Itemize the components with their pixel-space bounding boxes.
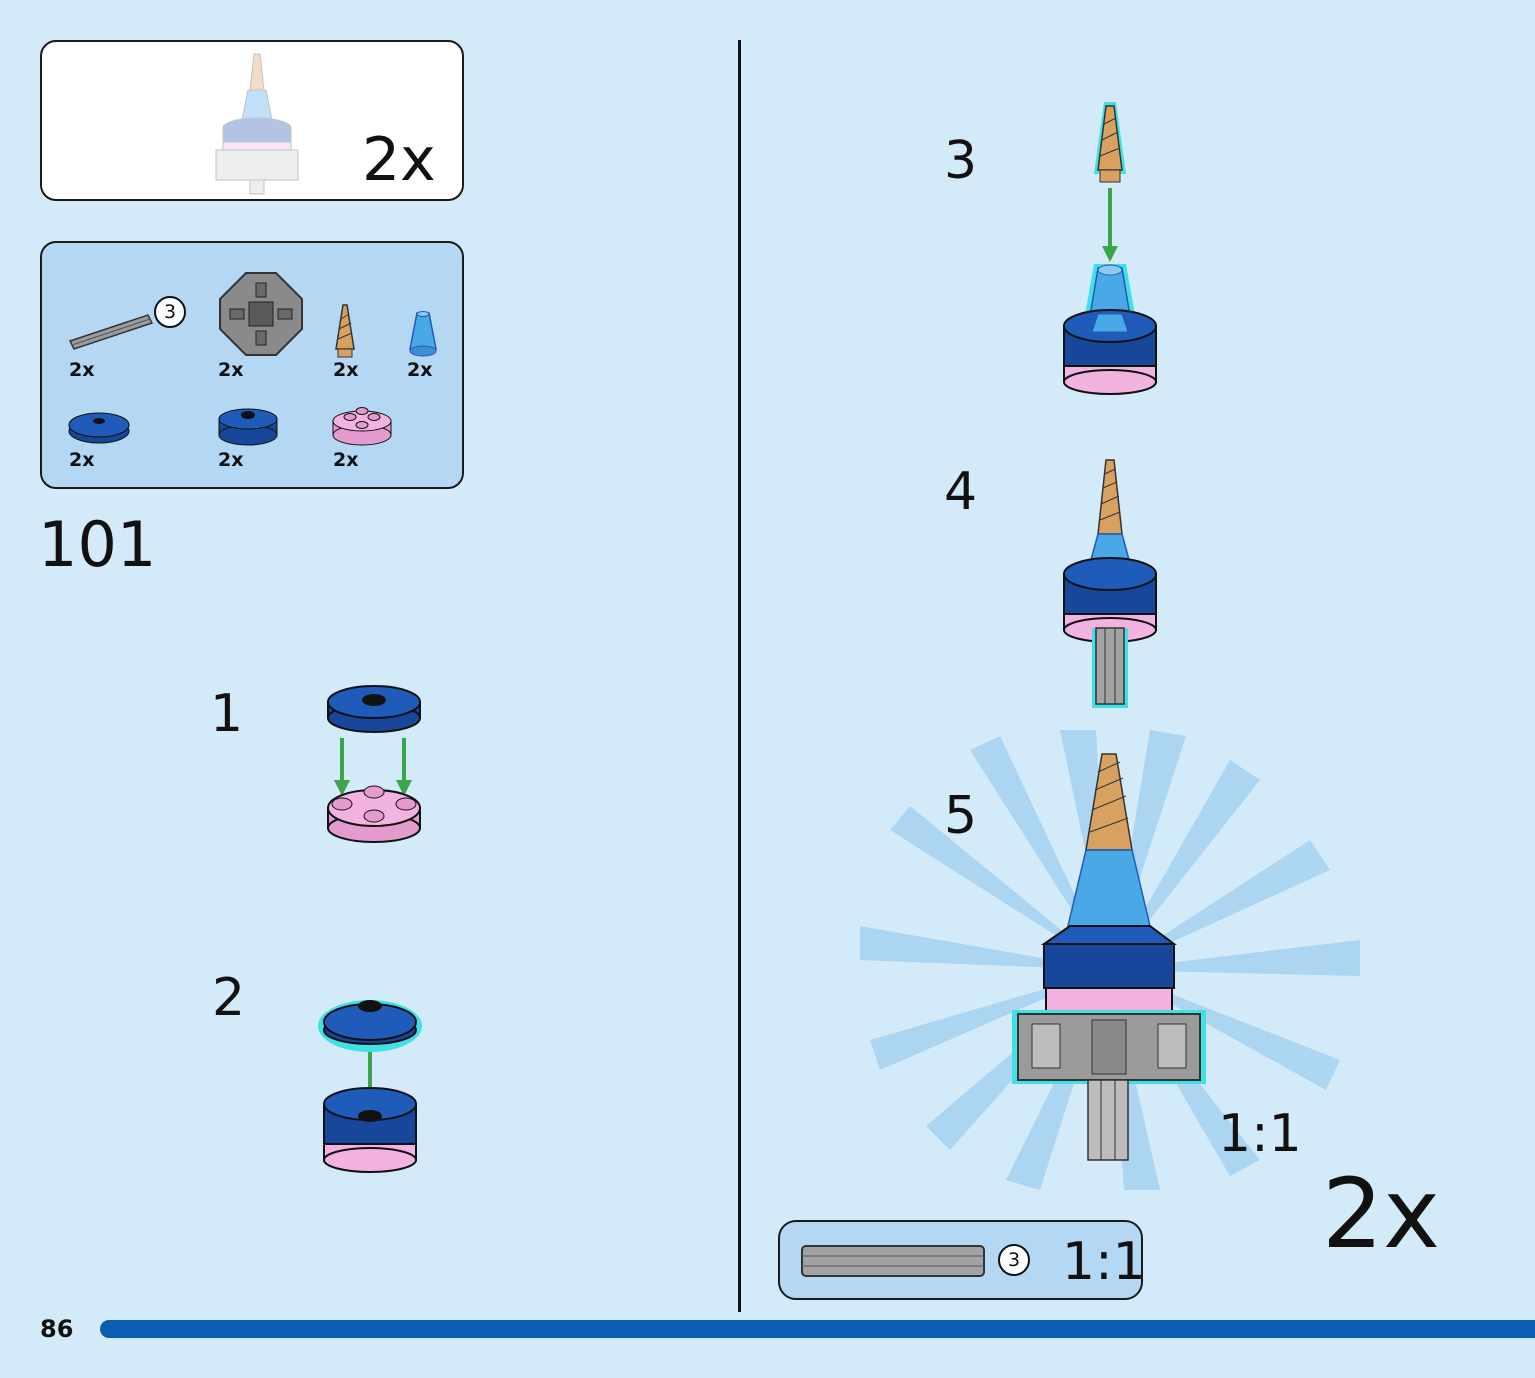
parts-list-panel: 3 2x 2x 2x 2x 2x 2x	[40, 241, 464, 489]
ruler-length-marker: 3	[998, 1244, 1030, 1276]
page-divider	[738, 40, 741, 1312]
blue-round-plate-part-image	[218, 408, 278, 446]
axle-length-marker: 3	[154, 296, 186, 328]
step-1-number: 1	[210, 684, 244, 744]
ruler-axle-image	[801, 1245, 985, 1277]
step-2-illustration	[318, 1000, 422, 1173]
tan-horn-quantity: 2x	[333, 359, 359, 381]
step-4-number: 4	[944, 462, 978, 522]
page-number: 86	[40, 1315, 74, 1343]
blue-round-tile-part-image	[68, 412, 130, 444]
axle-ruler-callout: 3 1:1	[778, 1220, 1146, 1300]
ruler-scale-label: 1:1	[1062, 1232, 1146, 1292]
pink-round-plate-part-image	[332, 407, 392, 446]
progress-bar	[100, 1320, 1535, 1338]
axle-part-image	[68, 314, 154, 350]
submodel-callout: 2x	[40, 40, 464, 201]
blue-round-plate-quantity: 2x	[218, 449, 244, 471]
step-3-illustration	[1063, 102, 1157, 395]
step-4-illustration	[1063, 459, 1157, 708]
trans-blue-cone-quantity: 2x	[407, 359, 433, 381]
final-quantity: 2x	[1322, 1158, 1440, 1270]
step-5-scale-label: 1:1	[1218, 1104, 1302, 1164]
step-1-illustration	[327, 685, 421, 843]
pink-round-plate-quantity: 2x	[333, 449, 359, 471]
submodel-preview-image	[215, 53, 299, 195]
step-3-number: 3	[944, 131, 978, 191]
axle-quantity: 2x	[69, 359, 95, 381]
step-5-number: 5	[944, 786, 978, 846]
step-5-illustration	[860, 730, 1360, 1190]
blue-round-tile-quantity: 2x	[69, 449, 95, 471]
submodel-quantity: 2x	[362, 125, 436, 195]
gray-hub-quantity: 2x	[218, 359, 244, 381]
tan-horn-part-image	[335, 304, 355, 358]
step-group-number: 101	[38, 508, 157, 581]
gray-hub-part-image	[219, 272, 303, 356]
trans-blue-cone-part-image	[409, 311, 437, 357]
step-2-number: 2	[212, 968, 246, 1028]
